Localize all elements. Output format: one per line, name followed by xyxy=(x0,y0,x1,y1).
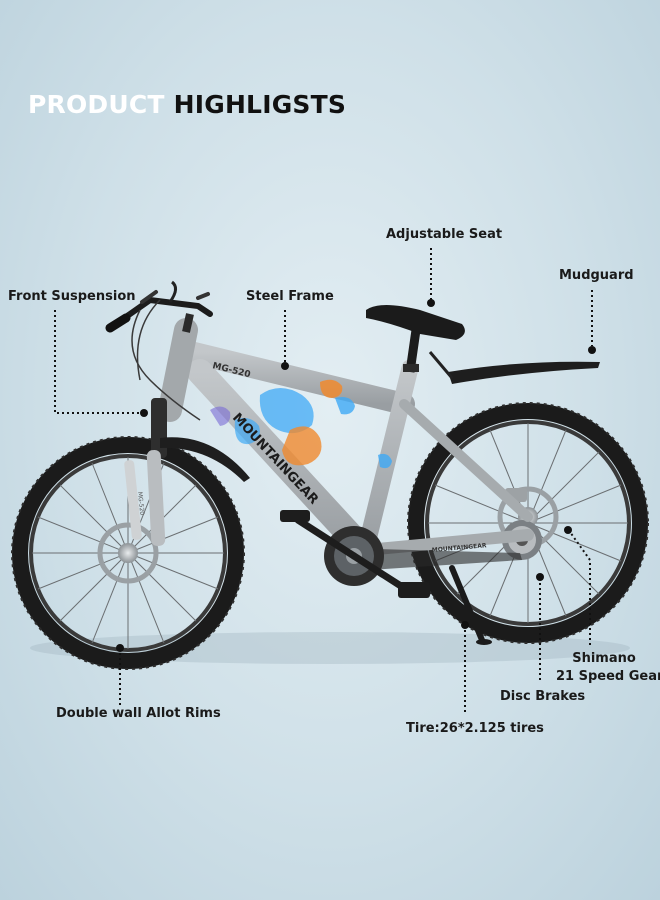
seat xyxy=(366,305,465,373)
dot-shimano-gear xyxy=(564,526,572,534)
drivetrain xyxy=(280,510,522,598)
pedal-left xyxy=(280,510,310,522)
frame-graphics xyxy=(210,379,392,469)
label-shimano-line1: Shimano xyxy=(572,651,636,666)
label-rims: Double wall Allot Rims xyxy=(56,706,221,721)
page-title: PRODUCT HIGHLIGSTS xyxy=(28,90,346,119)
dot-disc-brakes xyxy=(536,573,544,581)
dot-front-suspension xyxy=(140,409,148,417)
label-tires: Tire:26*2.125 tires xyxy=(406,721,544,736)
label-disc-brakes: Disc Brakes xyxy=(500,689,586,704)
front-mudguard xyxy=(160,437,250,482)
label-front-suspension: Front Suspension xyxy=(8,289,136,304)
kickstand xyxy=(449,565,485,643)
crank-arm-left xyxy=(294,516,358,560)
label-steel-frame: Steel Frame xyxy=(246,289,334,304)
label-shimano-line2: 21 Speed Gear xyxy=(556,669,660,684)
label-mudguard: Mudguard xyxy=(559,268,634,283)
pedal-right xyxy=(398,582,430,598)
handlebar xyxy=(105,280,213,421)
callout-lines xyxy=(54,248,593,712)
callout-dots xyxy=(116,299,596,652)
rear-mudguard xyxy=(448,361,600,384)
chainstay-decal: MOUNTAINGEAR xyxy=(432,542,488,554)
label-adjustable-seat: Adjustable Seat xyxy=(386,227,503,242)
dot-rims xyxy=(116,644,124,652)
dot-adjustable-seat xyxy=(427,299,435,307)
dot-mudguard xyxy=(588,346,596,354)
label-shimano-gear: Shimano 21 Speed Gear xyxy=(556,651,660,684)
fork-decal: MG-520 xyxy=(136,491,145,515)
crank-arm-right xyxy=(350,552,408,592)
front-wheel xyxy=(11,436,245,670)
title-word-highlights: HIGHLIGSTS xyxy=(173,90,347,119)
front-disc-rotor xyxy=(97,522,159,584)
title-word-product: PRODUCT xyxy=(28,90,165,119)
dot-tires xyxy=(461,621,469,629)
dot-steel-frame xyxy=(281,362,289,370)
front-fork: MG-520 xyxy=(124,398,167,546)
